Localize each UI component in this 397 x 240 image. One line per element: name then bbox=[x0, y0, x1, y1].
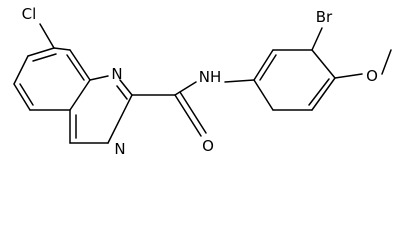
bond bbox=[311, 77, 336, 111]
bond bbox=[116, 85, 128, 100]
bond bbox=[308, 78, 330, 106]
nitrogen-atom-label: N bbox=[111, 65, 122, 83]
bond bbox=[253, 49, 274, 81]
bond bbox=[174, 94, 202, 137]
nitrogen-atom-label: N bbox=[114, 140, 125, 155]
bond bbox=[13, 55, 29, 85]
structure-diagram: Cl N N NH O Br O bbox=[13, 5, 392, 155]
bond bbox=[19, 83, 34, 106]
bond bbox=[224, 79, 255, 83]
carbonyl-oxygen-label: O bbox=[202, 137, 214, 155]
bromine-atom-label: Br bbox=[316, 8, 333, 26]
bond bbox=[174, 81, 197, 96]
atom-labels: Cl N N NH O Br O bbox=[22, 5, 378, 155]
bond bbox=[179, 91, 207, 134]
bond bbox=[119, 79, 133, 96]
bond bbox=[66, 54, 85, 81]
chlorine-atom-label: Cl bbox=[22, 5, 37, 23]
bond bbox=[334, 73, 363, 79]
bond bbox=[311, 27, 323, 51]
bond bbox=[53, 47, 71, 51]
bond bbox=[89, 75, 109, 81]
bond bbox=[27, 47, 55, 57]
bond bbox=[253, 79, 274, 111]
bond bbox=[32, 53, 57, 62]
molecule-drawing: Cl N N NH O Br O bbox=[13, 5, 392, 155]
bond bbox=[381, 49, 392, 75]
bond bbox=[69, 49, 91, 81]
methoxy-oxygen-label: O bbox=[366, 67, 378, 85]
bonds bbox=[13, 23, 392, 144]
bond bbox=[69, 79, 91, 111]
bond bbox=[107, 94, 133, 144]
bond bbox=[13, 83, 31, 111]
amide-nh-label: NH bbox=[199, 68, 222, 86]
bond bbox=[259, 54, 277, 81]
bond bbox=[39, 23, 55, 49]
bond bbox=[311, 49, 336, 79]
